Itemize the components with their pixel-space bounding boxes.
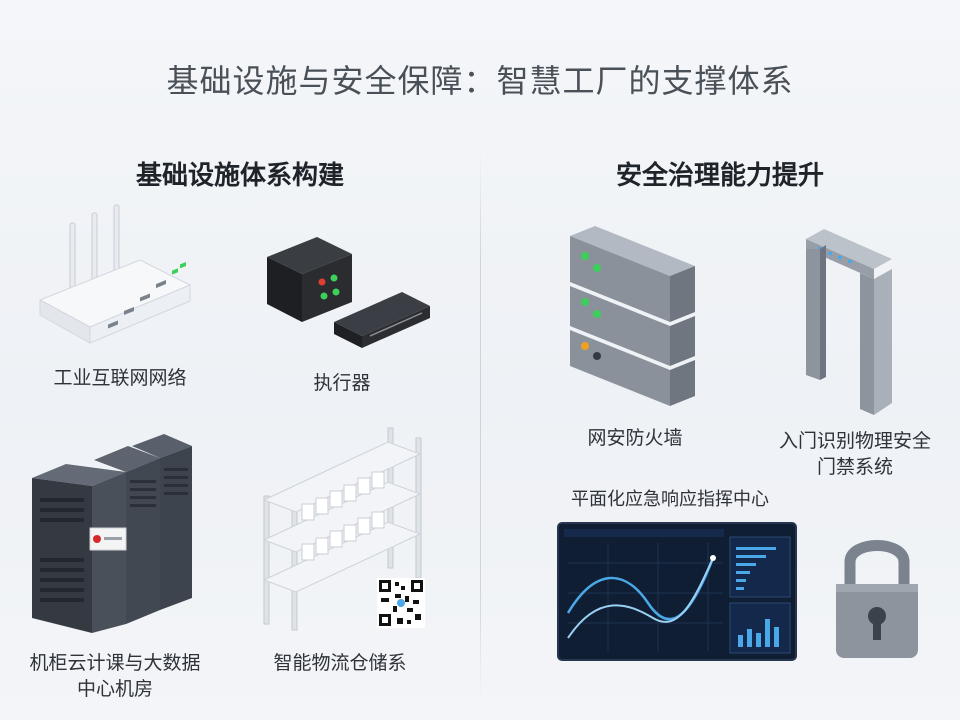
left-section-title: 基础设施体系构建 bbox=[135, 161, 344, 191]
router-label: 工业互联网网络 bbox=[53, 367, 187, 389]
actuator-box-icon bbox=[267, 237, 430, 348]
warehouse-label: 智能物流仓储系 bbox=[273, 652, 407, 674]
server-rack-label-line2: 中心机房 bbox=[76, 678, 153, 700]
security-gate-icon bbox=[806, 229, 892, 415]
dashboard-monitor-icon bbox=[557, 522, 797, 661]
gate-label-line1: 入门识别物理安全 bbox=[778, 430, 931, 452]
dashboard-label: 平面化应急响应指挥中心 bbox=[571, 489, 769, 510]
section-divider bbox=[480, 150, 481, 700]
qr-code-icon bbox=[377, 578, 425, 628]
server-rack-icon bbox=[32, 434, 192, 633]
server-rack-label-line1: 机柜云计课与大数据 bbox=[29, 652, 201, 674]
actuator-label: 执行器 bbox=[313, 372, 371, 394]
right-section-title: 安全治理能力提升 bbox=[615, 161, 824, 191]
page-title: 基础设施与安全保障：智慧工厂的支撑体系 bbox=[166, 62, 794, 100]
gate-label-line2: 门禁系统 bbox=[816, 456, 893, 478]
firewall-label: 网安防火墙 bbox=[587, 427, 683, 449]
padlock-icon bbox=[836, 540, 918, 658]
firewall-server-icon bbox=[570, 226, 695, 406]
router-icon bbox=[38, 204, 192, 344]
